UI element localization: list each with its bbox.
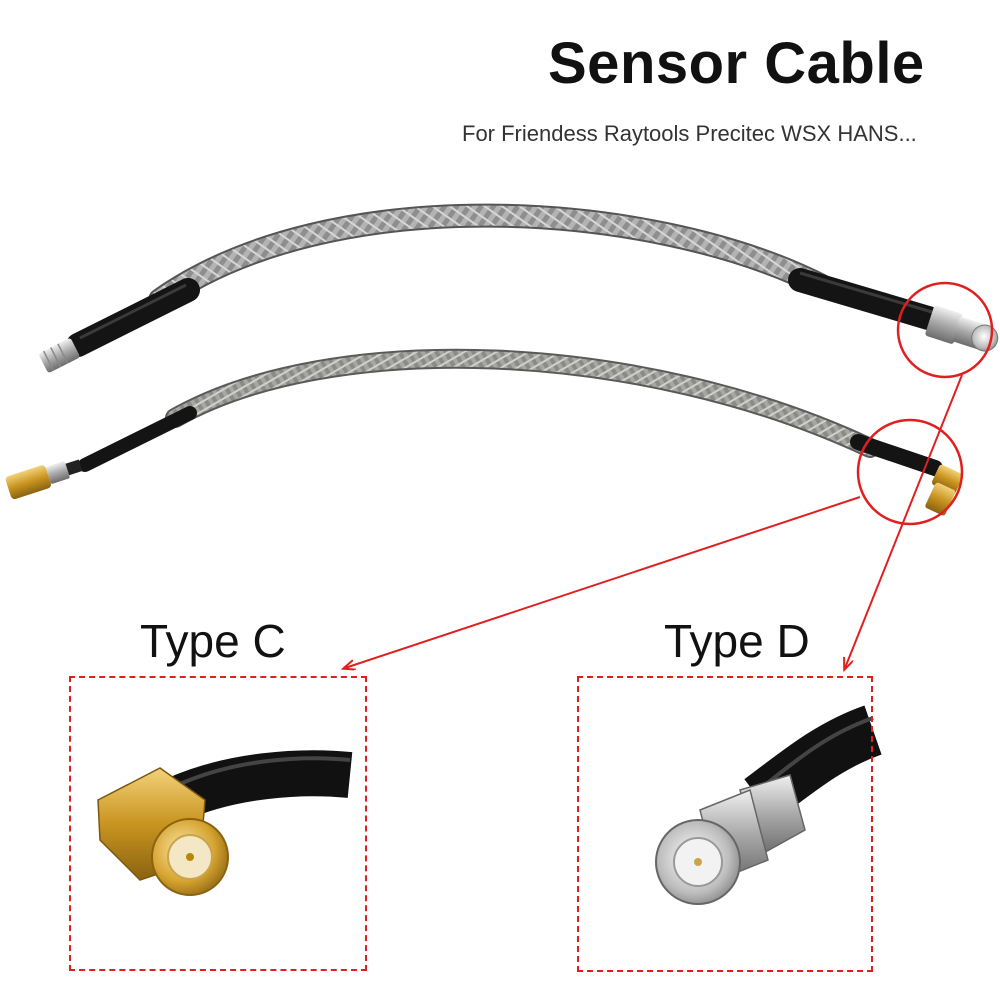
product-subtitle: For Friendess Raytools Precitec WSX HANS… [462, 121, 917, 146]
product-title: Sensor Cable [548, 31, 925, 96]
bnc-connector-icon [655, 705, 883, 905]
upper-cable [39, 203, 999, 373]
type-c-label: Type C [140, 615, 286, 667]
highlight-circle-angle [856, 418, 964, 526]
upper-left-tip-icon [39, 338, 80, 373]
right-angle-smb-connector-icon [97, 750, 353, 896]
type-d-label: Type D [664, 615, 810, 667]
lower-left-gold-plug-icon [5, 459, 83, 500]
type-d-detail-box [577, 676, 873, 972]
type-c-detail-box [69, 676, 367, 971]
arrow-to-type-c [345, 496, 861, 668]
arrow-to-type-d [845, 374, 963, 668]
lower-cable [5, 348, 963, 516]
highlight-circle-bnc [896, 281, 994, 379]
